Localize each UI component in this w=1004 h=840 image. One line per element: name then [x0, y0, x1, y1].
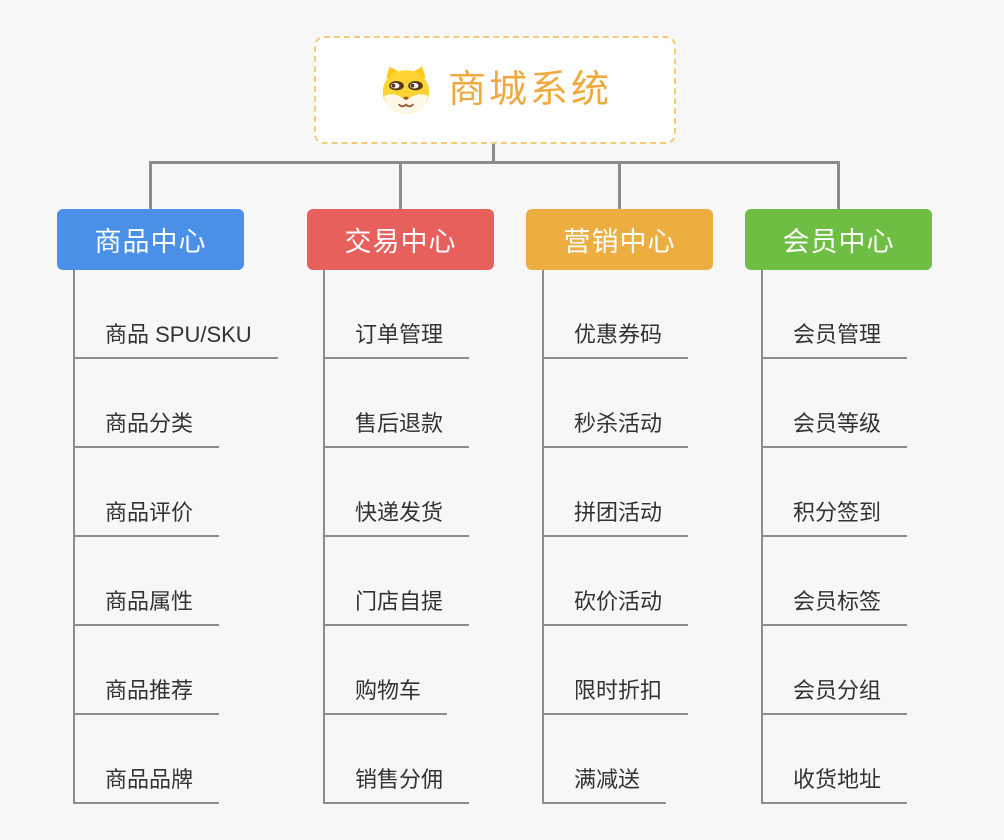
- child-topic[interactable]: 会员分组: [763, 626, 908, 715]
- branch-member-center[interactable]: 会员中心: [745, 209, 932, 270]
- child-topic[interactable]: 会员等级: [763, 359, 908, 448]
- child-topic[interactable]: 积分签到: [763, 448, 908, 537]
- branch-trade-center[interactable]: 交易中心: [307, 209, 494, 270]
- child-topic[interactable]: 快递发货: [325, 448, 470, 537]
- root-topic[interactable]: 商城系统: [314, 36, 676, 144]
- connector-bus: [149, 161, 840, 164]
- connector-drop-4: [837, 161, 840, 209]
- shiba-dog-icon: [382, 66, 430, 114]
- child-topic[interactable]: 商品评价: [75, 448, 220, 537]
- connector-drop-2: [399, 161, 402, 209]
- child-topic[interactable]: 限时折扣: [544, 626, 689, 715]
- child-topic[interactable]: 购物车: [325, 626, 448, 715]
- connector-drop-3: [618, 161, 621, 209]
- child-topic[interactable]: 砍价活动: [544, 537, 689, 626]
- child-topic[interactable]: 商品属性: [75, 537, 220, 626]
- branch-trade-children: 订单管理 售后退款 快递发货 门店自提 购物车 销售分佣: [323, 270, 470, 804]
- branch-product-center[interactable]: 商品中心: [57, 209, 244, 270]
- child-topic[interactable]: 秒杀活动: [544, 359, 689, 448]
- child-topic[interactable]: 门店自提: [325, 537, 470, 626]
- connector-root-stub: [492, 144, 495, 162]
- child-topic[interactable]: 满减送: [544, 715, 667, 804]
- branch-member-children: 会员管理 会员等级 积分签到 会员标签 会员分组 收货地址: [761, 270, 908, 804]
- child-topic[interactable]: 商品品牌: [75, 715, 220, 804]
- branch-product-children: 商品 SPU/SKU 商品分类 商品评价 商品属性 商品推荐 商品品牌: [73, 270, 278, 804]
- branch-marketing-children: 优惠券码 秒杀活动 拼团活动 砍价活动 限时折扣 满减送: [542, 270, 689, 804]
- child-topic[interactable]: 订单管理: [325, 270, 470, 359]
- child-topic[interactable]: 售后退款: [325, 359, 470, 448]
- connector-drop-1: [149, 161, 152, 209]
- child-topic[interactable]: 商品分类: [75, 359, 220, 448]
- child-topic[interactable]: 会员标签: [763, 537, 908, 626]
- branch-marketing-center[interactable]: 营销中心: [526, 209, 713, 270]
- child-topic[interactable]: 优惠券码: [544, 270, 689, 359]
- root-title: 商城系统: [447, 69, 612, 111]
- child-topic[interactable]: 销售分佣: [325, 715, 470, 804]
- child-topic[interactable]: 会员管理: [763, 270, 908, 359]
- child-topic[interactable]: 商品 SPU/SKU: [75, 270, 278, 359]
- child-topic[interactable]: 商品推荐: [75, 626, 220, 715]
- child-topic[interactable]: 收货地址: [763, 715, 908, 804]
- child-topic[interactable]: 拼团活动: [544, 448, 689, 537]
